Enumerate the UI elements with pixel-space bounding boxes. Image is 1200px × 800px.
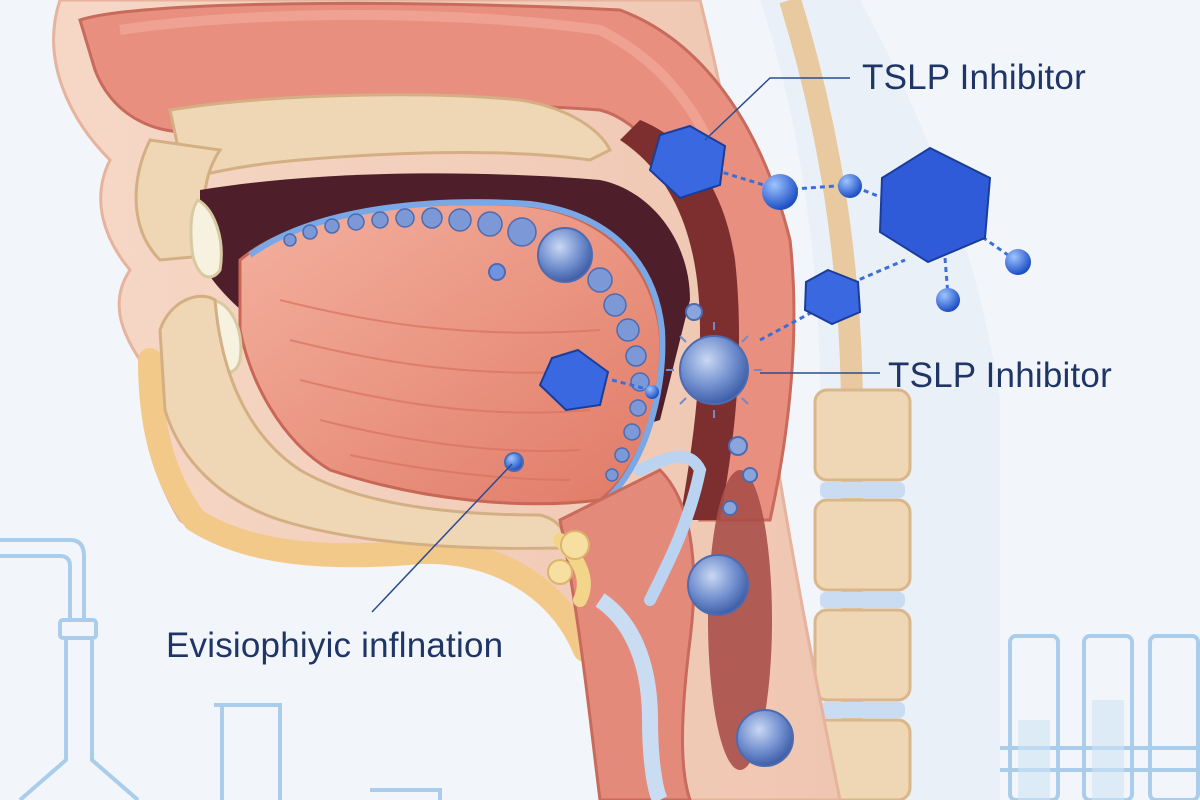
inflammation-label: Evisiophiyic inflnation <box>166 626 504 665</box>
immune-cell-lower-2 <box>736 709 794 767</box>
leader-line-bottom <box>371 463 513 613</box>
lab-glassware-left <box>0 538 442 800</box>
tslp-inhibitor-label-top: TSLP Inhibitor <box>862 58 1086 97</box>
tongue-surface-cells <box>283 207 650 482</box>
immune-cell-central <box>666 322 762 418</box>
large-tongue-cell <box>537 227 593 283</box>
larynx <box>547 450 772 800</box>
leader-line-top <box>704 77 850 141</box>
molecule-hexagon-large <box>878 146 992 264</box>
cervical-spine <box>760 0 1000 800</box>
mandible-bone <box>158 294 566 550</box>
tslp-inhibitor-label-mid: TSLP Inhibitor <box>888 356 1112 395</box>
molecule-hexagon-top <box>648 124 727 200</box>
lab-test-tubes-right <box>980 634 1200 800</box>
molecule-cube-mid <box>803 268 862 326</box>
inflammatory-cells <box>488 263 794 767</box>
immune-cell-lower-1 <box>687 554 749 616</box>
tslp-inhibitor-molecules <box>538 124 1031 412</box>
tongue <box>238 199 666 506</box>
molecule-hexagon-tongue <box>538 348 610 412</box>
hard-palate-bone <box>168 93 613 182</box>
label-leader-lines <box>371 77 880 613</box>
